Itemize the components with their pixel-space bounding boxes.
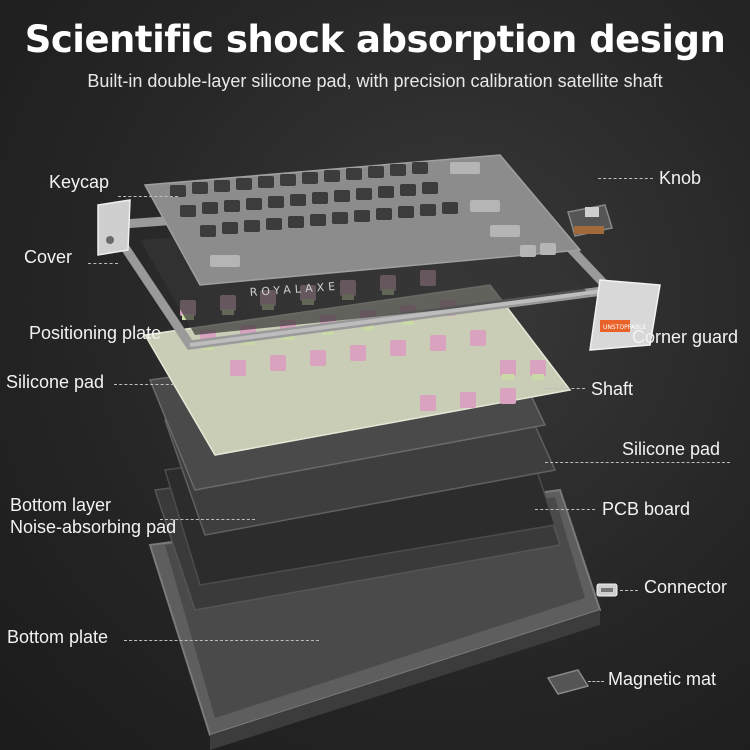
connector-icon [596, 583, 618, 597]
label-noise-pad: Noise-absorbing pad [10, 517, 177, 537]
label-pcb-board: PCB board [602, 499, 691, 519]
label-silicone-pad-right: Silicone pad [622, 439, 721, 459]
leader-bottom-plate [124, 640, 319, 641]
label-keycap: Keycap [49, 172, 110, 192]
label-cover: Cover [24, 247, 73, 267]
label-bottom-plate: Bottom plate [7, 627, 109, 647]
magnetic-mat-icon [546, 669, 590, 695]
corner-guard-left [97, 199, 131, 256]
brand-text: ROYALAXE [249, 280, 339, 299]
keycap-layer [143, 154, 582, 286]
leader-silicone-pad-right [545, 462, 730, 463]
label-magnetic-mat: Magnetic mat [608, 669, 717, 689]
leader-silicone-pad-left [114, 384, 174, 385]
label-shaft: Shaft [591, 379, 634, 399]
leader-cover [88, 263, 118, 264]
label-knob: Knob [659, 168, 702, 188]
leader-magnetic-mat [588, 681, 604, 682]
leader-shaft [545, 388, 585, 389]
label-connector: Connector [644, 577, 728, 597]
label-positioning-plate: Positioning plate [29, 323, 162, 343]
page-subtitle: Built-in double-layer silicone pad, with… [87, 71, 663, 91]
label-corner-guard: Corner guard [632, 327, 739, 347]
leader-pcb-board [535, 509, 595, 510]
label-bottom-layer: Bottom layer [10, 495, 112, 515]
corner-guard-right: UNSTOPPABLE [589, 279, 661, 351]
corner-guard-text: UNSTOPPABLE [603, 324, 646, 331]
knob-icon [567, 204, 613, 237]
label-silicone-pad-left: Silicone pad [6, 372, 105, 392]
leader-connector [620, 590, 638, 591]
leader-keycap [118, 196, 178, 197]
page-title: Scientific shock absorption design [24, 18, 726, 61]
leader-noise-pad [160, 519, 255, 520]
leader-knob [598, 178, 653, 179]
